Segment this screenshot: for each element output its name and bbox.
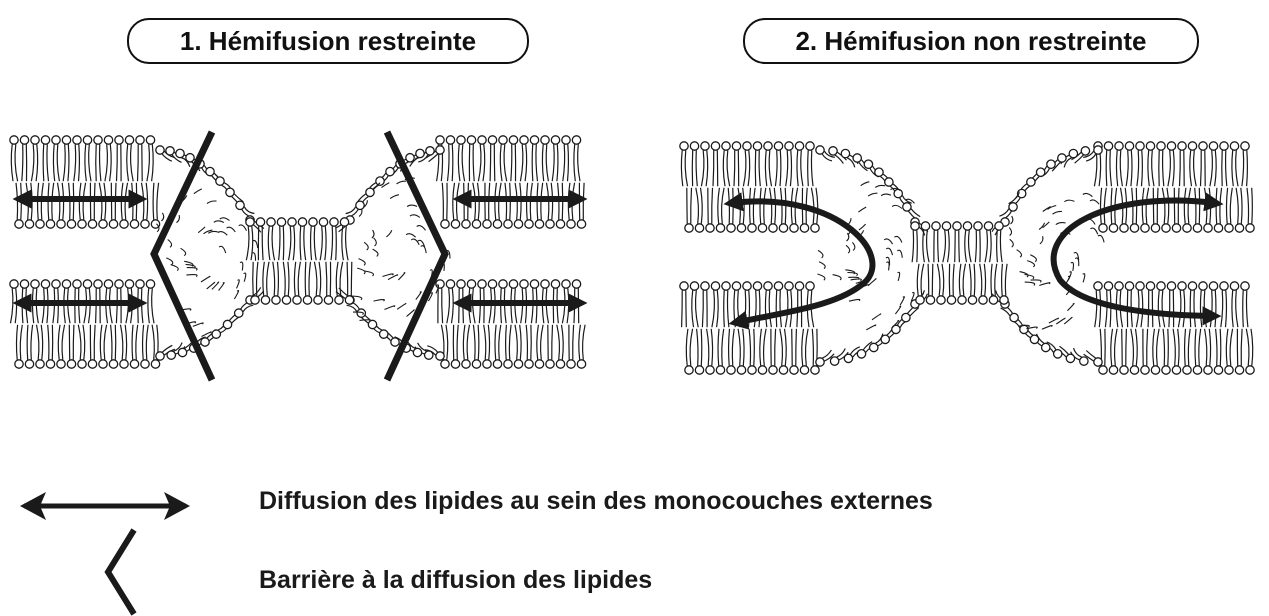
barrier-icon (96, 528, 146, 616)
left-membrane-pair (10, 136, 160, 368)
legend-diffusion-label: Diffusion des lipides au sein des monoco… (259, 487, 933, 516)
left-membrane-pair (680, 142, 819, 374)
panel-title-restricted: 1. Hémifusion restreinte (127, 18, 529, 64)
restricted-hemifusion-panel (10, 132, 586, 380)
right-membrane-pair (1094, 142, 1254, 374)
right-membrane-pair (436, 136, 586, 368)
diffusion-barriers (154, 132, 445, 380)
legend-barrier-label: Barrière à la diffusion des lipides (259, 566, 652, 595)
unrestricted-hemifusion-panel (680, 142, 1254, 374)
hemifusion-stalk (816, 146, 1104, 366)
double-arrow-icon (20, 488, 190, 524)
panel-title-unrestricted: 2. Hémifusion non restreinte (743, 18, 1199, 64)
